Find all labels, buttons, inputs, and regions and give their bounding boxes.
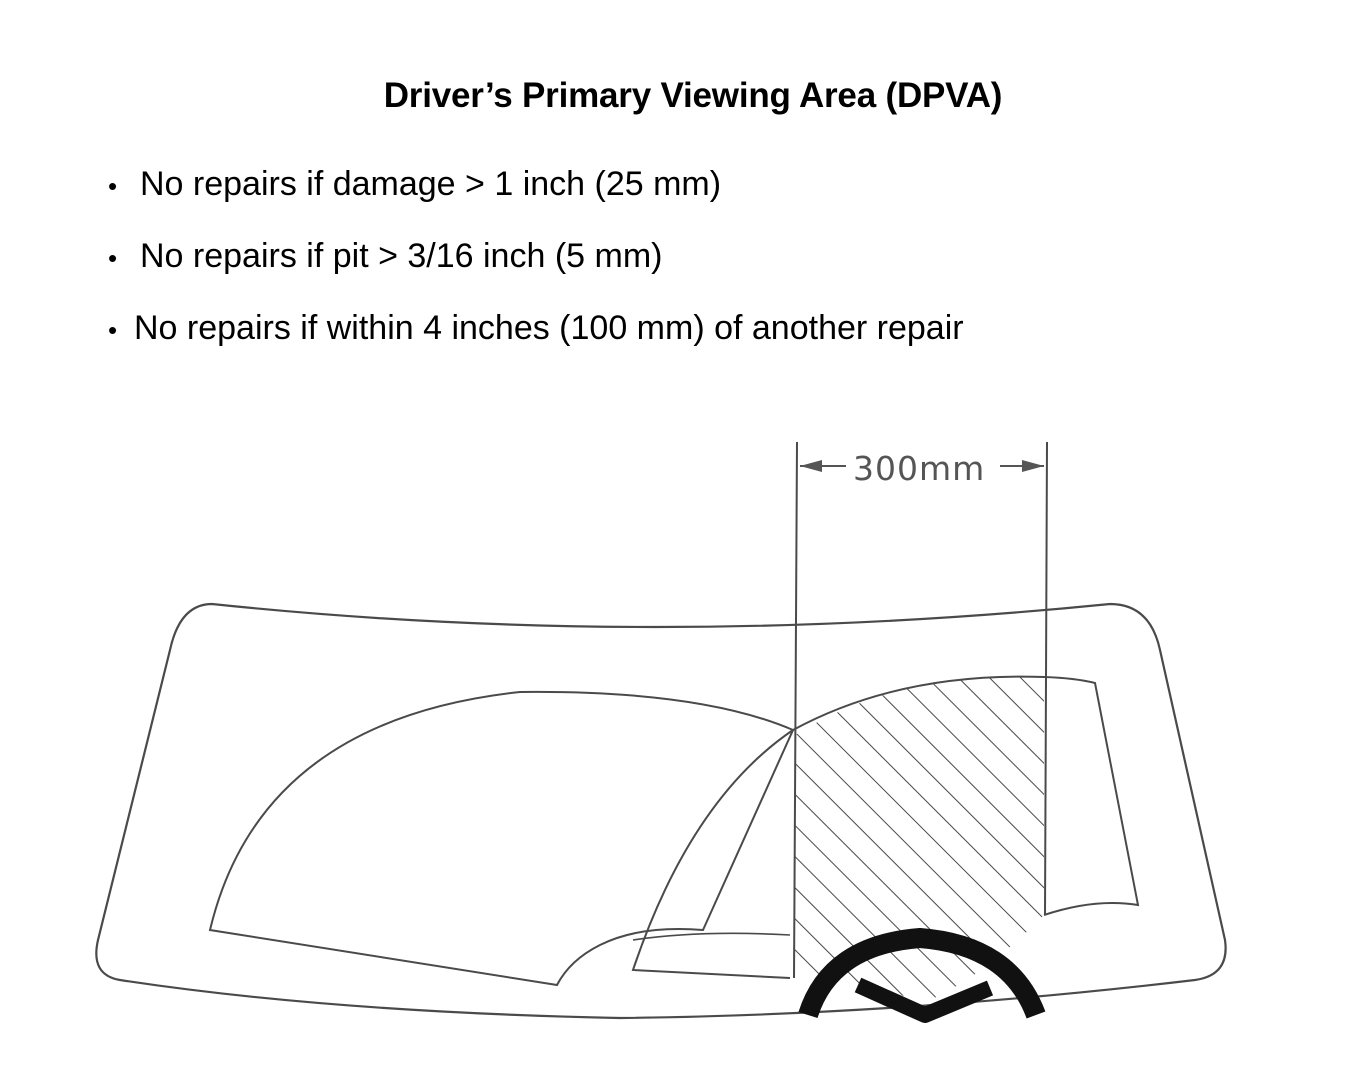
dpva-hatched-area	[795, 676, 1044, 1000]
bullet-icon: •	[108, 315, 118, 345]
dpva-left-boundary	[793, 441, 798, 979]
list-item: • No repairs if within 4 inches (100 mm)…	[108, 308, 964, 348]
windshield-outline	[95, 602, 1227, 1020]
driver-wiper-sweep	[631, 729, 794, 979]
arrow-right-icon	[1022, 460, 1044, 472]
driver-wiper-sweep-top	[792, 675, 1140, 916]
steering-wheel-icon	[798, 927, 1046, 1019]
list-item: • No repairs if damage > 1 inch (25 mm)	[108, 164, 964, 204]
repair-rules-list: • No repairs if damage > 1 inch (25 mm) …	[108, 164, 964, 380]
arrow-left-icon	[800, 460, 822, 472]
list-item-text: No repairs if within 4 inches (100 mm) o…	[134, 309, 964, 347]
steering-wheel-spoke	[854, 977, 994, 1023]
list-item: • No repairs if pit > 3/16 inch (5 mm)	[108, 236, 964, 276]
list-item-text: No repairs if damage > 1 inch (25 mm)	[140, 165, 722, 203]
dimension-label: 300mm	[853, 449, 985, 488]
wiper-arc	[632, 932, 791, 941]
list-item-text: No repairs if pit > 3/16 inch (5 mm)	[140, 237, 663, 275]
windshield-diagram: 300mm	[95, 441, 1227, 1023]
passenger-wiper-sweep	[208, 690, 795, 987]
bullet-icon: •	[108, 171, 118, 201]
page-title: Driver’s Primary Viewing Area (DPVA)	[383, 76, 1003, 115]
dpva-right-boundary	[1044, 441, 1048, 916]
bullet-icon: •	[108, 243, 118, 273]
